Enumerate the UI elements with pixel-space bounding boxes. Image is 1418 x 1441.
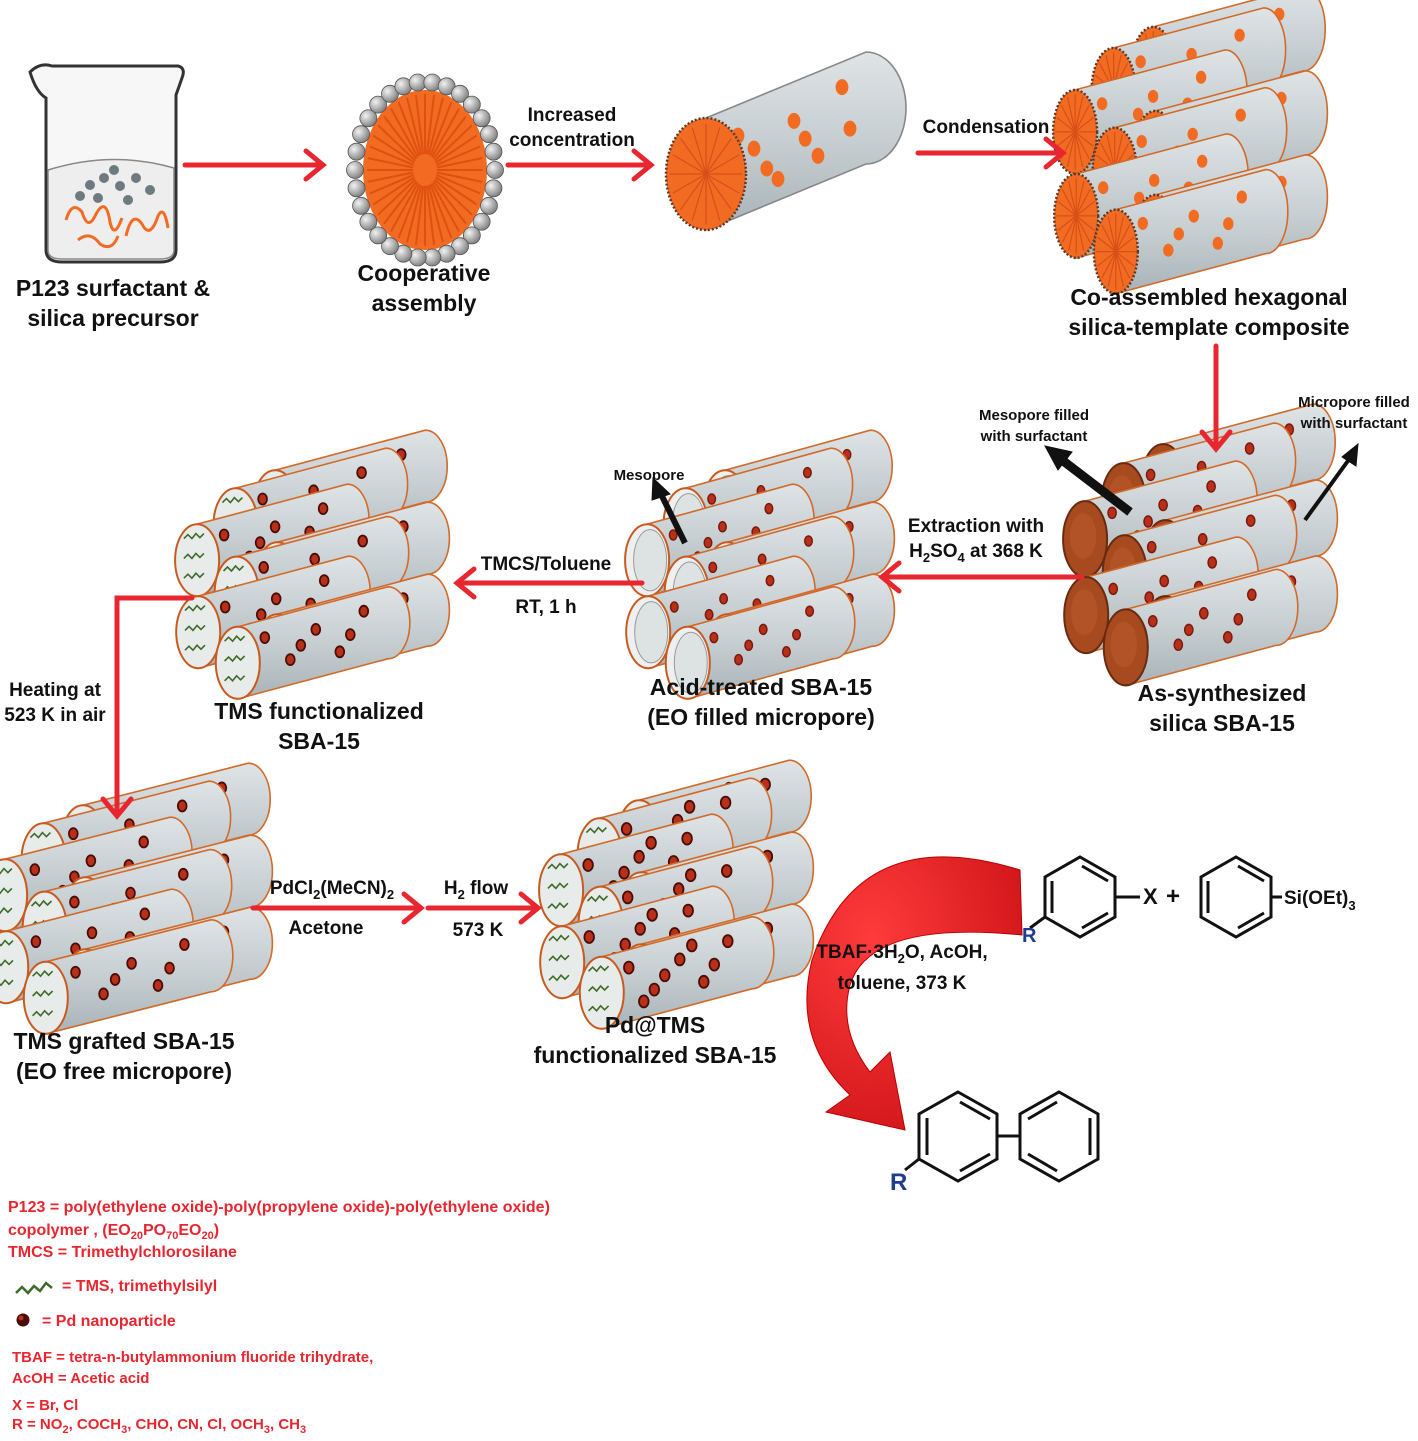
si-group-label: Si(OEt)3 [1284, 888, 1356, 913]
573k-label: 573 K [452, 920, 504, 941]
arrow-to-composite [915, 136, 1067, 170]
arrow-down-to-grafted [100, 595, 195, 820]
reaction-curved-arrow [806, 856, 1023, 1131]
mesopore-filled-pointer [1044, 445, 1133, 516]
extraction-label: Extraction with H2SO4 at 368 K [907, 516, 1045, 565]
mesopore-pointer [651, 476, 688, 545]
aryl-silane-structure [1199, 855, 1282, 939]
pdcl2-label: PdCl2(MeCN)2 [269, 878, 395, 902]
micelle-icon [346, 73, 504, 267]
arrow-to-micelle [182, 148, 327, 182]
legend-copolymer: copolymer , (EO20PO70EO20) [8, 1222, 220, 1243]
arrow-to-acid-treated [878, 560, 1085, 594]
micropore-filled-pointer [1303, 442, 1359, 522]
arrow-h2flow [425, 891, 542, 925]
plus-sign: + [1166, 883, 1180, 910]
tmcs-toluene-label: TMCS/Toluene [480, 554, 612, 575]
r-label-product: R [890, 1169, 907, 1196]
reaction-conditions-label: TBAF·3H2O, AcOH, toluene, 373 K [816, 942, 988, 994]
tms-grafted-label: TMS grafted SBA-15(EO free micropore) [13, 1028, 235, 1084]
acid-treated-bundle-icon [624, 429, 896, 700]
hexagonal-composite-icon [1051, 0, 1329, 295]
legend-p123: P123 = poly(ethylene oxide)-poly(propyle… [8, 1199, 550, 1216]
tms-grafted-bundle-icon [0, 762, 274, 1035]
tms-chain-legend-icon [15, 1281, 53, 1295]
as-synthesized-bundle-icon [1062, 403, 1339, 687]
legend-pd: = Pd nanoparticle [42, 1313, 176, 1330]
beaker-icon [28, 63, 185, 264]
pd-tms-bundle-icon [538, 759, 815, 1030]
legend-r: R = NO2, COCH3, CHO, CN, Cl, OCH3, CH3 [12, 1416, 307, 1436]
arrow-to-tms-functionalized [453, 566, 645, 600]
x-label: X [1143, 884, 1158, 909]
arrow-to-rod [505, 148, 655, 182]
mesopore-label: Mesopore [613, 467, 685, 484]
condensation-label: Condensation [922, 117, 1050, 138]
h2-flow-label: H2 flow [443, 878, 509, 902]
legend-tms: = TMS, trimethylsilyl [62, 1278, 218, 1295]
acid-treated-label: Acid-treated SBA-15(EO filled micropore) [647, 674, 875, 730]
legend-tbaf: TBAF = tetra-n-butylammonium fluoride tr… [12, 1349, 374, 1366]
pd-nanoparticle-legend-icon [16, 1313, 30, 1327]
arrow-down-to-as-synth [1199, 343, 1233, 453]
acetone-label: Acetone [288, 918, 364, 939]
aryl-halide-structure [1029, 855, 1140, 939]
p123-label: P123 surfactant &silica precursor [15, 275, 211, 331]
legend-x: X = Br, Cl [12, 1397, 79, 1414]
single-rod-icon [664, 51, 907, 232]
r-label-reactant: R [1022, 925, 1037, 947]
biphenyl-product-structure [904, 1090, 1100, 1183]
arrow-pdcl2 [250, 891, 425, 925]
tms-functionalized-bundle-icon [174, 429, 451, 700]
rt-1h-label: RT, 1 h [515, 597, 577, 618]
legend-acoh: AcOH = Acetic acid [12, 1370, 150, 1387]
legend-tmcs: TMCS = Trimethylchlorosilane [8, 1244, 237, 1261]
